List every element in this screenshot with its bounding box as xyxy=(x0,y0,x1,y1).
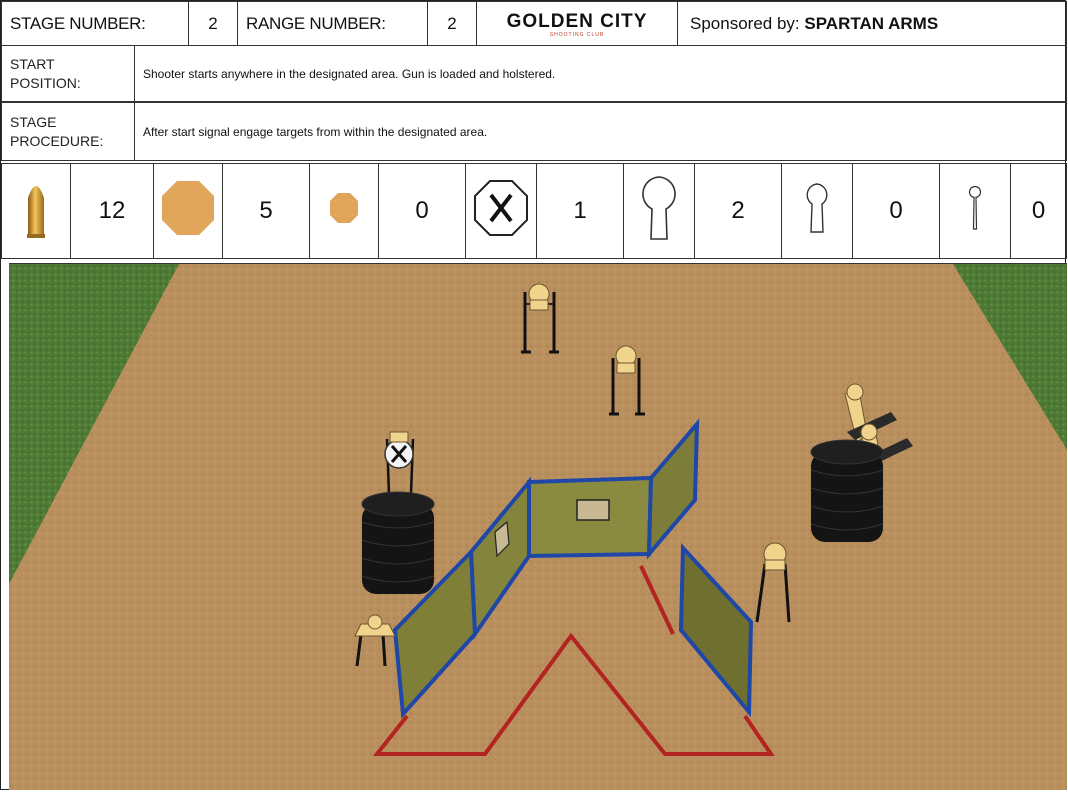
procedure-label-line1: STAGE xyxy=(10,113,134,132)
small-steel-plate-icon xyxy=(310,164,379,259)
bullet-count: 12 xyxy=(71,164,154,259)
club-logo-subtext: SHOOTING CLUB xyxy=(477,32,677,38)
stage-procedure-text: After start signal engage targets from w… xyxy=(135,103,1067,161)
right-tire-stack xyxy=(811,440,883,542)
medium-popper-icon xyxy=(782,164,853,259)
start-label-line2: POSITION: xyxy=(10,74,134,93)
start-label-line1: START xyxy=(10,55,134,74)
stage-header: STAGE NUMBER: 2 RANGE NUMBER: 2 GOLDEN C… xyxy=(1,1,1067,46)
large-popper-icon xyxy=(624,164,695,259)
stage-diagram xyxy=(9,263,1067,790)
start-position-row: START POSITION: Shooter starts anywhere … xyxy=(1,45,1067,102)
target-count-row: 12 5 0 1 xyxy=(1,163,1067,259)
club-logo-text: GOLDEN CITY xyxy=(477,12,677,32)
sponsor-name: SPARTAN ARMS xyxy=(804,14,938,33)
stage-number-value: 2 xyxy=(189,2,238,46)
small-popper-count: 0 xyxy=(1011,164,1067,259)
range-number-value: 2 xyxy=(428,2,477,46)
sponsor: Sponsored by: SPARTAN ARMS xyxy=(678,2,1067,46)
sponsor-prefix: Sponsored by: xyxy=(690,14,800,33)
range-number-label: RANGE NUMBER: xyxy=(238,2,428,46)
small-popper-icon xyxy=(940,164,1011,259)
left-tire-stack xyxy=(362,492,434,594)
medium-popper-count: 0 xyxy=(853,164,940,259)
large-steel-plate-icon xyxy=(154,164,223,259)
procedure-label-line2: PROCEDURE: xyxy=(10,132,134,151)
stage-procedure-row: STAGE PROCEDURE: After start signal enga… xyxy=(1,102,1067,161)
large-popper-count: 2 xyxy=(695,164,782,259)
no-shoot-target-icon xyxy=(466,164,537,259)
start-position-label: START POSITION: xyxy=(2,46,135,102)
bullet-icon xyxy=(2,164,71,259)
large-steel-plate-count: 5 xyxy=(223,164,310,259)
club-logo: GOLDEN CITY SHOOTING CLUB xyxy=(477,2,678,46)
start-position-text: Shooter starts anywhere in the designate… xyxy=(135,46,1067,102)
stage-number-label: STAGE NUMBER: xyxy=(2,2,189,46)
no-shoot-count: 1 xyxy=(537,164,624,259)
stage-procedure-label: STAGE PROCEDURE: xyxy=(2,103,135,161)
small-steel-plate-count: 0 xyxy=(379,164,466,259)
